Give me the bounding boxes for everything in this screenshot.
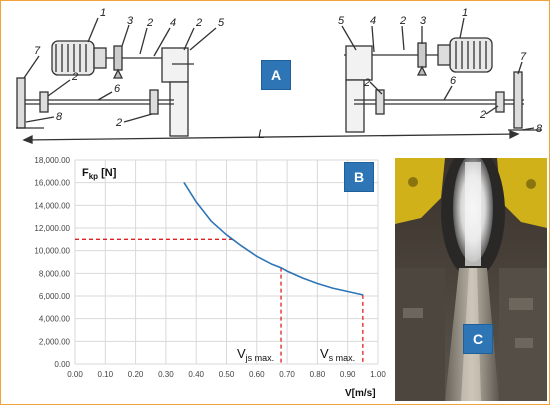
label-4-left: 4 bbox=[170, 17, 176, 29]
y-tick-label: 16,000.00 bbox=[34, 179, 70, 188]
y-tick-label: 12,000.00 bbox=[34, 224, 70, 233]
x-axis-label: V[m/s] bbox=[345, 388, 376, 399]
series-point bbox=[286, 270, 288, 272]
series-point bbox=[256, 255, 258, 257]
y-tick-label: 4,000.00 bbox=[39, 315, 71, 324]
series-point bbox=[183, 182, 185, 184]
label-3-right: 3 bbox=[420, 15, 427, 27]
series-point bbox=[331, 287, 334, 289]
x-tick-label: 0.90 bbox=[340, 370, 356, 379]
panel-b-chart: 0.00 2,000.00 4,000.00 6,000.00 8,000.00 10,0… bbox=[0, 156, 392, 404]
vs-max-label: Vs max. bbox=[320, 346, 355, 363]
panel-a-schematic: 1 3 2 4 2 5 7 2 6 8 2 5 4 2 3 1 2 6 7 2 … bbox=[4, 4, 546, 154]
guide-lines bbox=[75, 238, 364, 364]
label-2-left-a: 2 bbox=[146, 17, 153, 29]
x-tick-label: 0.10 bbox=[98, 370, 114, 379]
series-layer bbox=[183, 182, 364, 296]
label-3-left: 3 bbox=[127, 15, 134, 27]
label-1-right: 1 bbox=[462, 7, 468, 19]
series-point bbox=[241, 245, 243, 247]
rail-wheel-photo bbox=[395, 158, 547, 401]
x-tick-label: 0.40 bbox=[188, 370, 204, 379]
panel-a-badge: A bbox=[261, 60, 291, 90]
series-point bbox=[316, 282, 318, 285]
label-2-right-b: 2 bbox=[363, 77, 370, 89]
y-tick-label: 14,000.00 bbox=[34, 201, 70, 210]
x-tick-label: 0.30 bbox=[158, 370, 174, 379]
y-tick-label: 18,000.00 bbox=[34, 156, 70, 165]
series-point bbox=[362, 294, 364, 296]
label-2-left-b: 2 bbox=[195, 17, 202, 29]
label-6-left: 6 bbox=[114, 83, 121, 95]
label-1-left: 1 bbox=[100, 7, 106, 19]
label-8-left: 8 bbox=[56, 111, 63, 123]
vjs-max-label: Vjs max. bbox=[237, 346, 274, 363]
panel-c-badge: C bbox=[463, 324, 493, 354]
series-point bbox=[225, 234, 228, 236]
label-8-right: 8 bbox=[536, 123, 543, 135]
y-tick-label: 10,000.00 bbox=[34, 247, 70, 256]
y-tick-label: 8,000.00 bbox=[39, 269, 71, 278]
y-axis-ticks: 0.00 2,000.00 4,000.00 6,000.00 8,000.00 10,0… bbox=[34, 156, 70, 369]
x-tick-label: 0.70 bbox=[279, 370, 295, 379]
label-5-right: 5 bbox=[338, 15, 345, 27]
label-2-left-c: 2 bbox=[71, 71, 78, 83]
label-7-right: 7 bbox=[520, 51, 527, 63]
series-point bbox=[301, 277, 303, 279]
label-5-left: 5 bbox=[218, 17, 225, 29]
label-2-right-c: 2 bbox=[479, 109, 486, 121]
x-tick-label: 0.00 bbox=[67, 370, 83, 379]
label-2-left-d: 2 bbox=[115, 117, 122, 129]
x-axis-ticks: 0.00 0.10 0.20 0.30 0.40 0.50 0.60 0.70 0.80 0.90… bbox=[67, 370, 386, 379]
x-tick-label: 0.80 bbox=[310, 370, 326, 379]
x-tick-label: 0.50 bbox=[219, 370, 235, 379]
series-point bbox=[210, 220, 212, 222]
panel-b-badge: B bbox=[344, 162, 374, 192]
x-tick-label: 0.20 bbox=[128, 370, 144, 379]
force-speed-chart: 0.00 2,000.00 4,000.00 6,000.00 8,000.00 10,0… bbox=[34, 156, 386, 399]
series-point bbox=[347, 290, 349, 293]
series-point bbox=[195, 201, 197, 203]
x-tick-label: 1.00 bbox=[370, 370, 386, 379]
x-tick-label: 0.60 bbox=[249, 370, 265, 379]
schematic-drawing: 1 3 2 4 2 5 7 2 6 8 2 5 4 2 3 1 2 6 7 2 … bbox=[16, 7, 543, 144]
series-point bbox=[280, 267, 282, 269]
chart-grid bbox=[74, 159, 379, 365]
label-4-right: 4 bbox=[370, 15, 376, 27]
y-tick-label: 0.00 bbox=[54, 360, 70, 369]
y-tick-label: 2,000.00 bbox=[39, 337, 71, 346]
label-7-left: 7 bbox=[34, 45, 41, 57]
label-6-right: 6 bbox=[450, 75, 457, 87]
left-motor-body bbox=[51, 40, 95, 76]
series-point bbox=[271, 263, 273, 265]
y-tick-label: 6,000.00 bbox=[39, 292, 71, 301]
panel-c-photo: C bbox=[395, 158, 547, 401]
series-point bbox=[231, 238, 234, 240]
length-label: L bbox=[258, 127, 265, 141]
label-2-right-a: 2 bbox=[399, 15, 406, 27]
y-axis-label: Fkp [N] bbox=[82, 167, 117, 181]
